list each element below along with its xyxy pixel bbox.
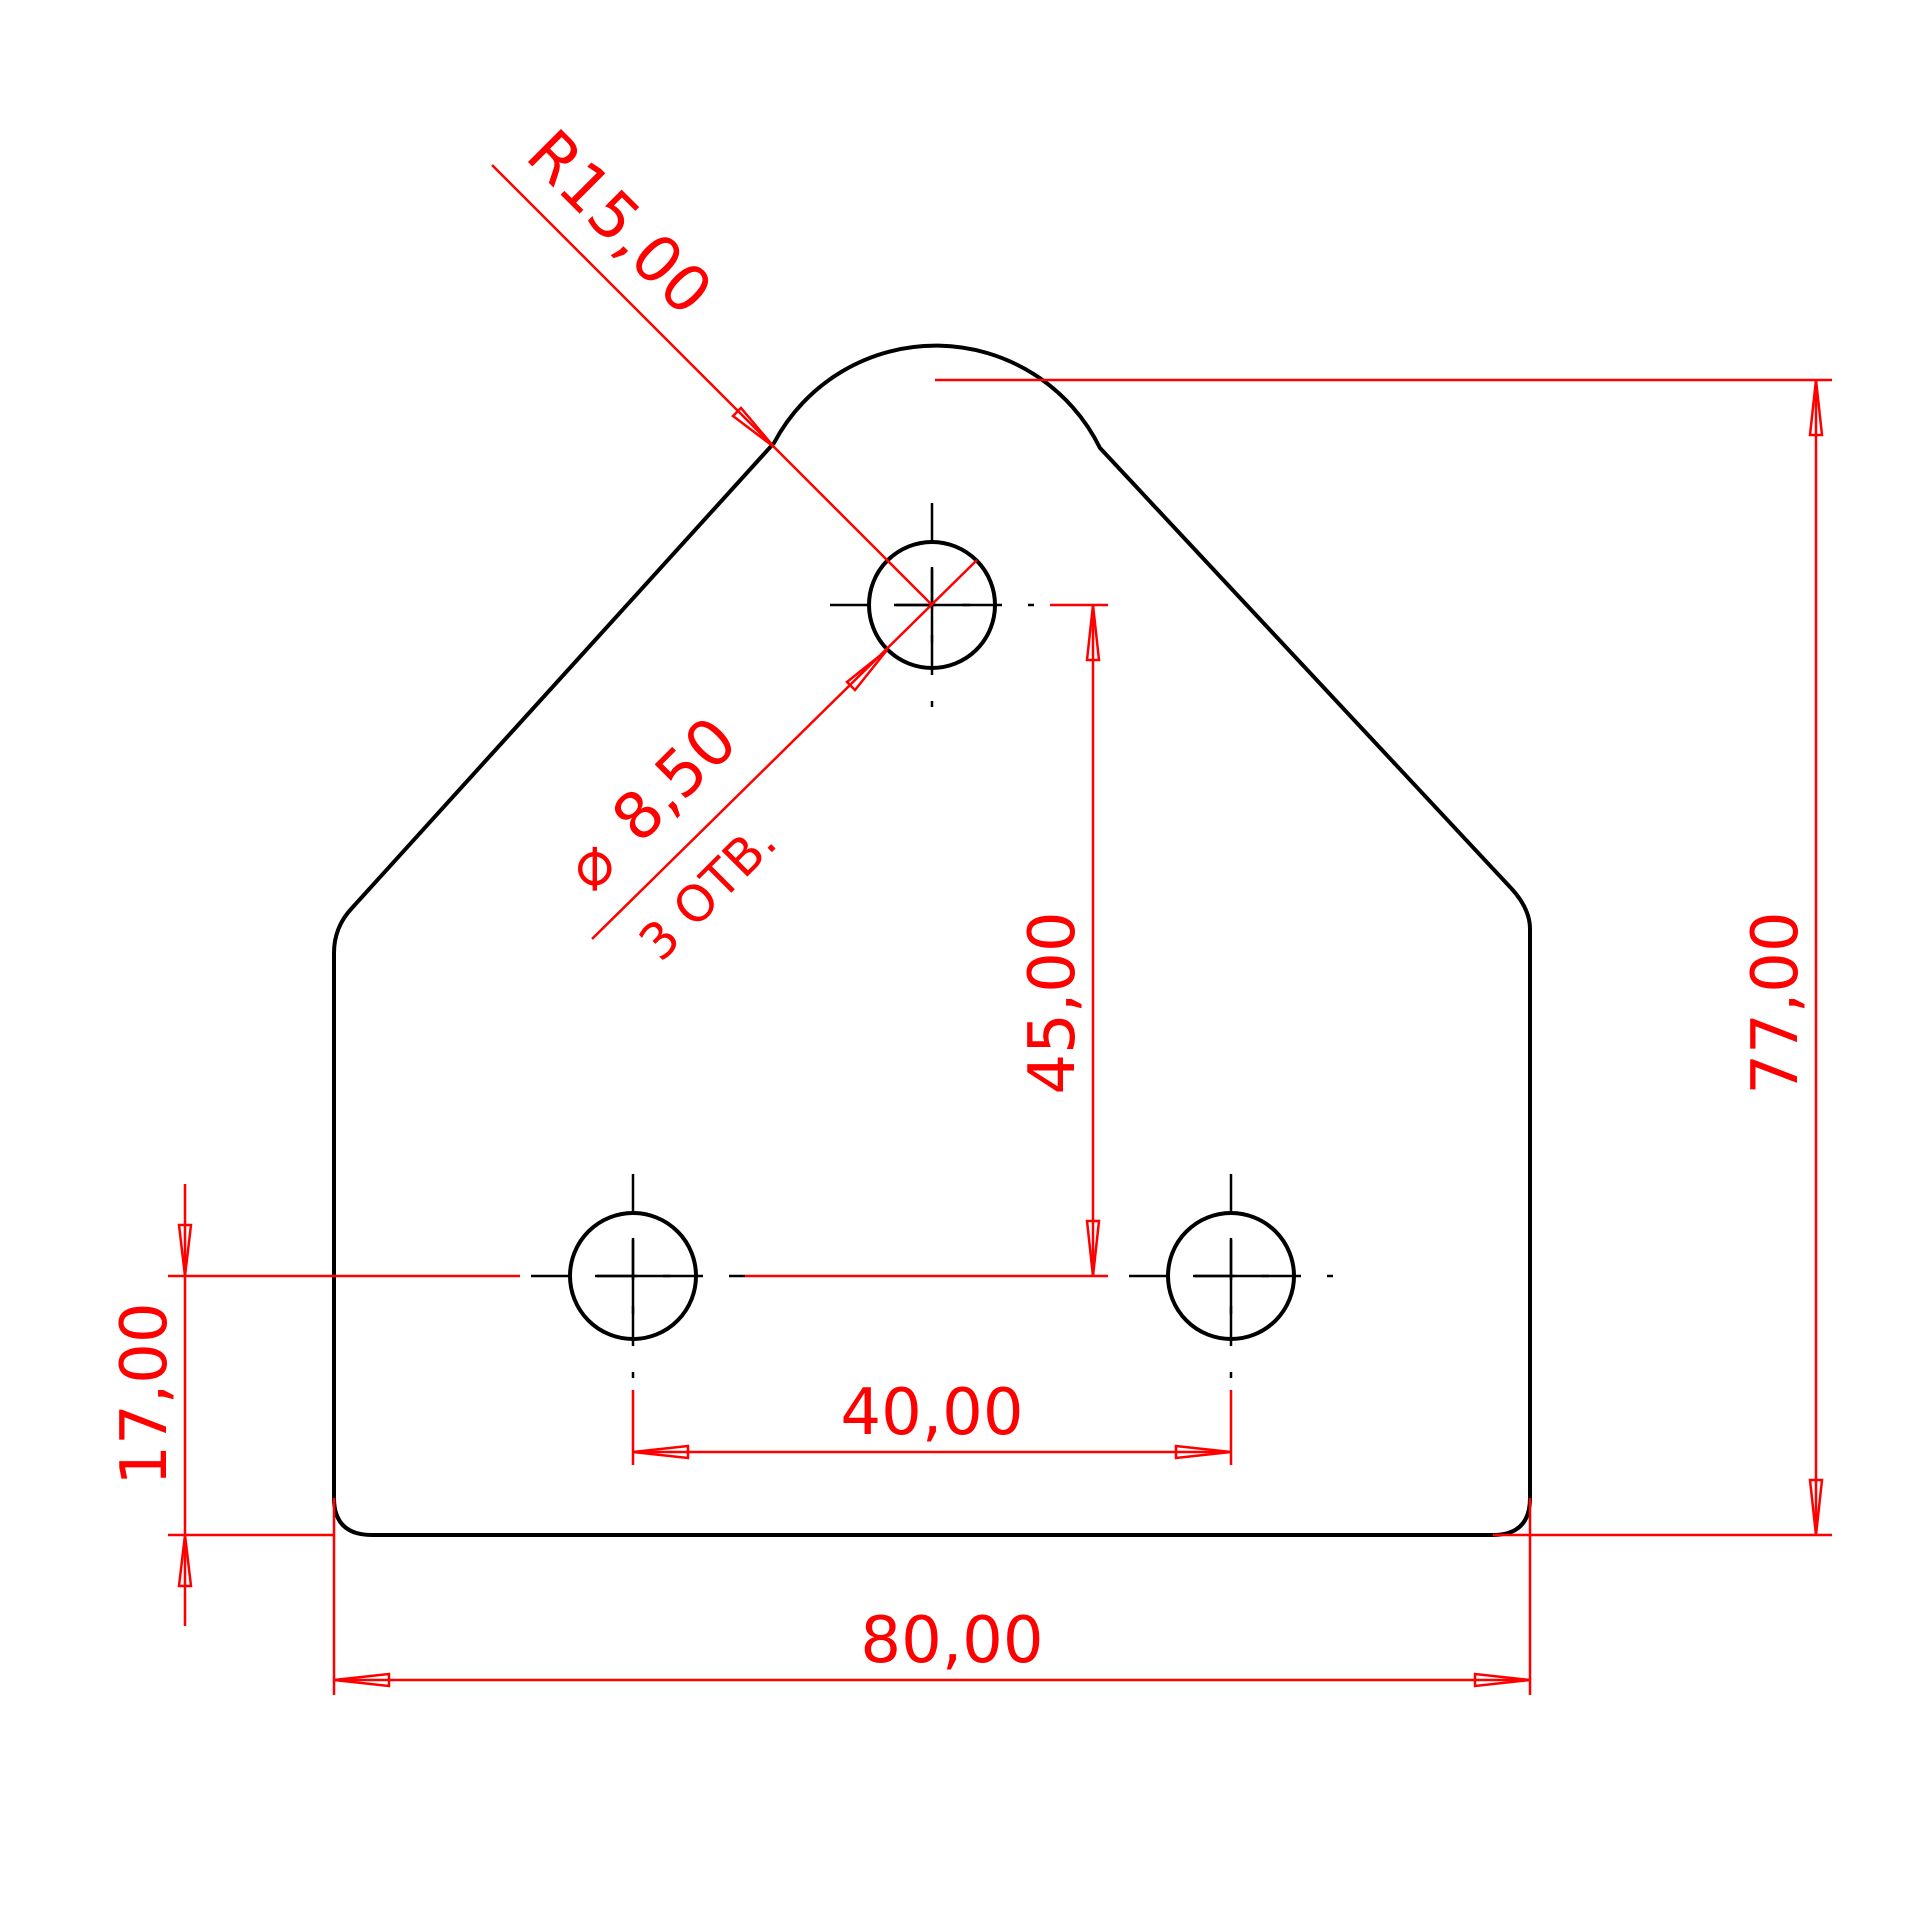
arrowhead-radius (731, 406, 775, 448)
arrowhead-right (1473, 1672, 1531, 1688)
arrowhead-left (333, 1672, 391, 1688)
dimension-hole-vertical-spacing: 45,00 (745, 603, 1108, 1278)
dimension-hole-row-offset: 17,00 (108, 1184, 520, 1626)
dimension-text-17: 17,00 (108, 1302, 182, 1485)
dimension-text-radius: R15,00 (512, 116, 725, 329)
arrowhead-top (1808, 379, 1824, 437)
diameter-leader-line (591, 559, 978, 940)
dimension-hole-horizontal-spacing: 40,00 (631, 1376, 1233, 1465)
dimension-hole-diameter: ⌀ 8,50 3 ОТВ. (551, 559, 978, 972)
dimension-text-width: 80,00 (860, 1604, 1043, 1678)
part-outline-group (332, 343, 1532, 1537)
plate-outline (332, 343, 1532, 1537)
arrowhead-17-bottom (177, 1534, 193, 1588)
radius-leader-line (491, 164, 933, 606)
dimension-text-45: 45,00 (1016, 911, 1090, 1094)
hole-bottom-right (1129, 1174, 1333, 1378)
arrowhead-45-top (1085, 604, 1101, 662)
arrowhead-40-right (1174, 1444, 1232, 1460)
dimension-text-40: 40,00 (840, 1376, 1023, 1450)
dimension-text-diameter-symbol: ⌀ (551, 825, 631, 905)
hole-bottom-left (531, 1174, 745, 1378)
arrowhead-17-top (177, 1223, 193, 1277)
dimension-text-height: 77,00 (1739, 911, 1813, 1094)
dimension-overall-height: 77,00 (935, 378, 1832, 1537)
arrowhead-45-bottom (1085, 1219, 1101, 1277)
arrowhead-bottom (1808, 1478, 1824, 1536)
arrowhead-diameter (845, 649, 888, 692)
dimension-overall-width: 80,00 (332, 1498, 1532, 1695)
arrowhead-40-left (632, 1444, 690, 1460)
